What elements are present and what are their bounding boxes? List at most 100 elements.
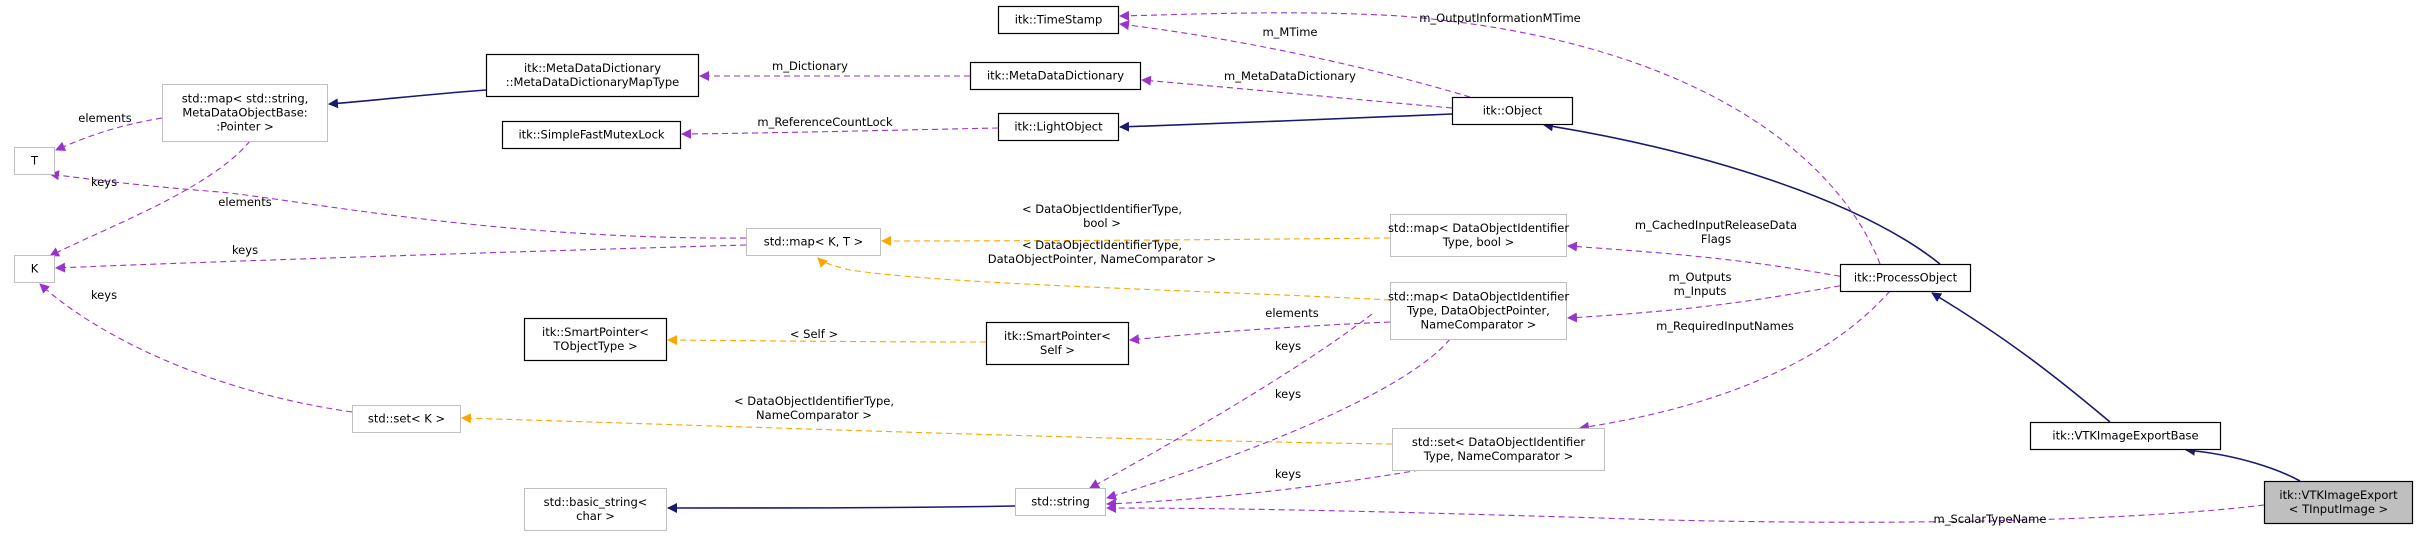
edge-lightobject-to-fastmutex: m_ReferenceCountLock (681, 115, 999, 139)
node-map-KT[interactable]: std::map< K, T > (746, 228, 881, 256)
node-basic-string[interactable]: std::basic_string<char > (524, 488, 667, 531)
edge-line (667, 335, 987, 346)
edge-label: DataObjectPointer, NameComparator > (988, 252, 1216, 266)
node-fastmutex[interactable]: itk::SimpleFastMutexLock (501, 120, 682, 150)
edge-line (1579, 290, 1891, 432)
node-box (2263, 480, 2414, 525)
node-box (1451, 96, 1574, 126)
node-T[interactable]: T (14, 147, 55, 175)
node-object[interactable]: itk::Object (1451, 96, 1574, 126)
node-mdd[interactable]: itk::MetaDataDictionary (969, 61, 1142, 91)
node-label: std::map< K, T > (764, 235, 864, 249)
edge-map_dop-to-string: keys (1106, 338, 1451, 501)
node-map-string[interactable]: std::map< std::string,MetaDataObjectBase… (162, 84, 328, 142)
node-vtkexport[interactable]: itk::VTKImageExport< TInputImage > (2263, 480, 2414, 525)
node-K[interactable]: K (14, 255, 55, 283)
edge-label: keys (1275, 339, 1301, 353)
node-box (501, 120, 682, 150)
edge-line (55, 117, 163, 151)
edge-label: m_RequiredInputNames (1656, 319, 1794, 333)
edge-label: elements (1265, 306, 1318, 320)
edge-processobject-to-timestamp: m_OutputInformationMTime (1119, 10, 1881, 265)
node-processobject[interactable]: itk::ProcessObject (1839, 263, 1972, 293)
edge-layer: elementskeysm_Dictionarym_MTimem_OutputI… (39, 10, 2301, 526)
node-label: MetaDataObjectBase: (182, 106, 307, 120)
node-box (1015, 488, 1106, 516)
edge-line (667, 502, 1016, 513)
node-label: T (30, 154, 39, 168)
edge-line (49, 170, 747, 239)
node-box (14, 147, 55, 175)
edge-line (1567, 241, 1851, 279)
node-box (969, 61, 1142, 91)
node-map-bool[interactable]: std::map< DataObjectIdentifierType, bool… (1388, 214, 1569, 257)
node-sp-self[interactable]: itk::SmartPointer<Self > (985, 321, 1130, 366)
edge-label: m_Outputs (1669, 270, 1732, 284)
node-label: std::set< K > (368, 412, 445, 426)
edge-set_doi-to-string: keys (1106, 467, 1421, 509)
node-box (1839, 263, 1972, 293)
edge-map_bool-to-map_KT: < DataObjectIdentifierType,bool > (881, 202, 1391, 246)
edge-map_KT-to-T: elements (49, 170, 747, 239)
edge-line (2185, 445, 2301, 482)
node-set-doi[interactable]: std::set< DataObjectIdentifierType, Name… (1392, 428, 1605, 471)
node-vtkexportbase[interactable]: itk::VTKImageExportBase (2029, 421, 2222, 451)
node-label: itk::VTKImageExportBase (2052, 429, 2198, 443)
edge-map_dop-to-map_KT: < DataObjectIdentifierType,DataObjectPoi… (817, 238, 1391, 301)
node-label: itk::TimeStamp (1015, 13, 1103, 27)
edge-set_K-to-K: keys (39, 283, 353, 413)
edge-processobject-to-set_doi: m_RequiredInputNames (1579, 290, 1891, 432)
node-label: ::MetaDataDictionaryMapType (506, 75, 679, 89)
edge-label: m_ReferenceCountLock (757, 115, 893, 129)
edge-label: NameComparator > (756, 408, 872, 422)
node-label: std::map< DataObjectIdentifier (1388, 221, 1569, 235)
node-box (985, 321, 1130, 366)
edge-label: m_OutputInformationMTime (1419, 11, 1581, 25)
node-sp-tobject[interactable]: itk::SmartPointer<TObjectType > (523, 317, 668, 362)
edge-processobject-to-object (1543, 121, 1941, 265)
node-box (162, 84, 328, 142)
node-timestamp[interactable]: itk::TimeStamp (997, 5, 1120, 35)
edge-line (1543, 121, 1941, 265)
edge-line (1106, 469, 1421, 509)
edge-map_string-to-T: elements (55, 111, 163, 151)
node-mdd-maptype[interactable]: itk::MetaDataDictionary::MetaDataDiction… (485, 53, 700, 98)
node-set-K[interactable]: std::set< K > (352, 405, 461, 433)
node-box (1392, 428, 1605, 471)
edge-line (1129, 321, 1391, 345)
edge-line (817, 257, 1391, 301)
node-box (1390, 282, 1567, 340)
edge-mdd_maptype-to-map_string (328, 89, 487, 109)
edge-label: keys (1275, 467, 1301, 481)
node-map-dop[interactable]: std::map< DataObjectIdentifierType, Data… (1388, 282, 1569, 340)
node-label: :Pointer > (216, 120, 274, 134)
edge-line (1119, 20, 1471, 98)
node-lightobject[interactable]: itk::LightObject (997, 112, 1120, 142)
edge-label: < DataObjectIdentifierType, (1022, 202, 1182, 216)
edge-line (49, 140, 251, 257)
edge-line (881, 235, 1391, 246)
node-label: itk::LightObject (1014, 120, 1103, 134)
edge-label: elements (78, 111, 131, 125)
edge-object-to-timestamp: m_MTime (1119, 20, 1471, 98)
edge-label: m_Inputs (1674, 284, 1727, 298)
node-label: std::basic_string< (544, 495, 648, 509)
edge-label: bool > (1083, 216, 1121, 230)
node-label: std::map< std::string, (182, 92, 309, 106)
node-label: std::map< DataObjectIdentifier (1388, 290, 1569, 304)
node-label: < TInputImage > (2289, 502, 2388, 516)
node-string[interactable]: std::string (1015, 488, 1106, 516)
edge-label: m_MTime (1262, 25, 1317, 39)
edge-sp_self-to-sp_tobject: < Self > (667, 327, 987, 346)
edge-map_KT-to-K: keys (55, 243, 747, 273)
node-label: Self > (1040, 343, 1075, 357)
node-label: Type, DataObjectPointer, (1406, 304, 1550, 318)
node-box (746, 228, 881, 256)
node-label: TObjectType > (552, 339, 637, 353)
edge-label: m_MetaDataDictionary (1224, 69, 1356, 83)
node-label: itk::MetaDataDictionary (987, 69, 1124, 83)
node-label: itk::ProcessObject (1854, 271, 1958, 285)
